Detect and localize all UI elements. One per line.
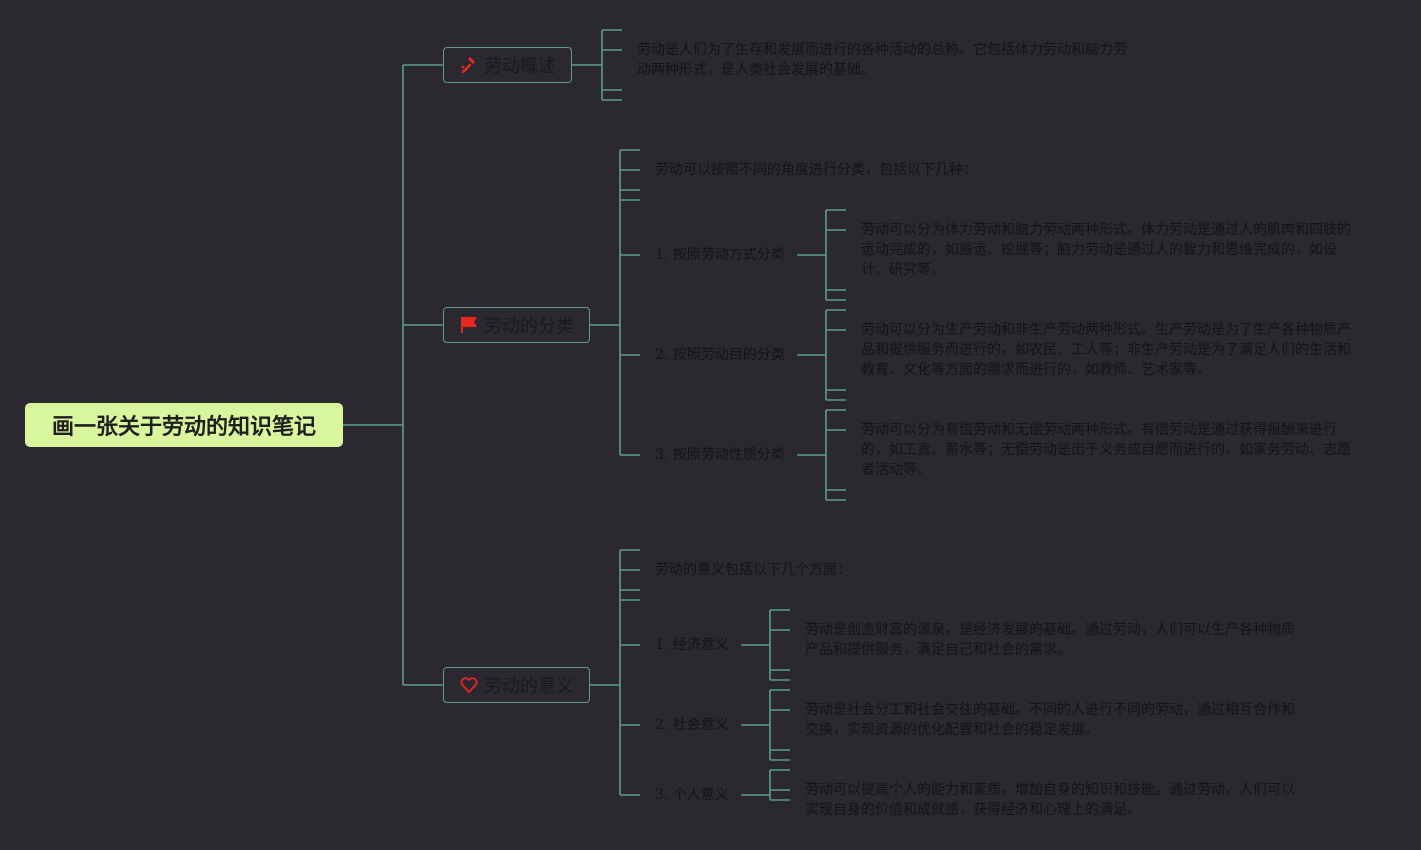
subtopic-description: 劳动可以分为生产劳动和非生产劳动两种形式。生产劳动是为了生产各种物质产品和提供服… xyxy=(861,322,1351,378)
subtopic-by-method[interactable]: 1. 按照劳动方式分类 xyxy=(655,247,785,263)
topic-label: 劳动的意义 xyxy=(484,676,574,697)
subtopic-description: 劳动是社会分工和社会交往的基础。不同的人进行不同的劳动，通过相互合作和交换，实现… xyxy=(805,702,1295,738)
topic-description: 劳动是人们为了生存和发展而进行的各种活动的总称。它包括体力劳动和脑力劳动两种形式… xyxy=(637,42,1127,78)
topic-labor-classification[interactable]: 劳动的分类 xyxy=(443,307,590,343)
root-topic[interactable]: 画一张关于劳动的知识笔记 xyxy=(25,403,343,447)
topic-label: 劳动概述 xyxy=(484,56,556,77)
topic-labor-overview[interactable]: 劳动概述 xyxy=(443,47,572,83)
subtopic-description: 劳动可以分为体力劳动和脑力劳动两种形式。体力劳动是通过人的肌肉和四肢的运动完成的… xyxy=(861,222,1351,278)
subtopic-description: 劳动可以分为有偿劳动和无偿劳动两种形式。有偿劳动是通过获得报酬来进行的，如工资、… xyxy=(861,422,1351,478)
heart-icon xyxy=(459,675,479,695)
subtopic-social[interactable]: 2. 社会意义 xyxy=(655,717,729,733)
subtopic-by-purpose[interactable]: 2. 按照劳动目的分类 xyxy=(655,347,785,363)
hammer-icon xyxy=(459,55,479,75)
subtopic-by-nature[interactable]: 3. 按照劳动性质分类 xyxy=(655,447,785,463)
flag-icon xyxy=(459,315,479,335)
subtopic-economic[interactable]: 1. 经济意义 xyxy=(655,637,729,653)
subtopic-personal[interactable]: 3. 个人意义 xyxy=(655,787,729,803)
topic-intro: 劳动的意义包括以下几个方面： xyxy=(655,562,851,578)
topic-labor-significance[interactable]: 劳动的意义 xyxy=(443,667,590,703)
topic-intro: 劳动可以按照不同的角度进行分类，包括以下几种： xyxy=(655,162,977,178)
subtopic-description: 劳动可以提高个人的能力和素质，增加自身的知识和技能。通过劳动，人们可以实现自身的… xyxy=(805,782,1295,818)
root-title: 画一张关于劳动的知识笔记 xyxy=(51,415,316,440)
subtopic-description: 劳动是创造财富的源泉，是经济发展的基础。通过劳动，人们可以生产各种物质产品和提供… xyxy=(805,622,1295,658)
topic-label: 劳动的分类 xyxy=(484,316,574,337)
